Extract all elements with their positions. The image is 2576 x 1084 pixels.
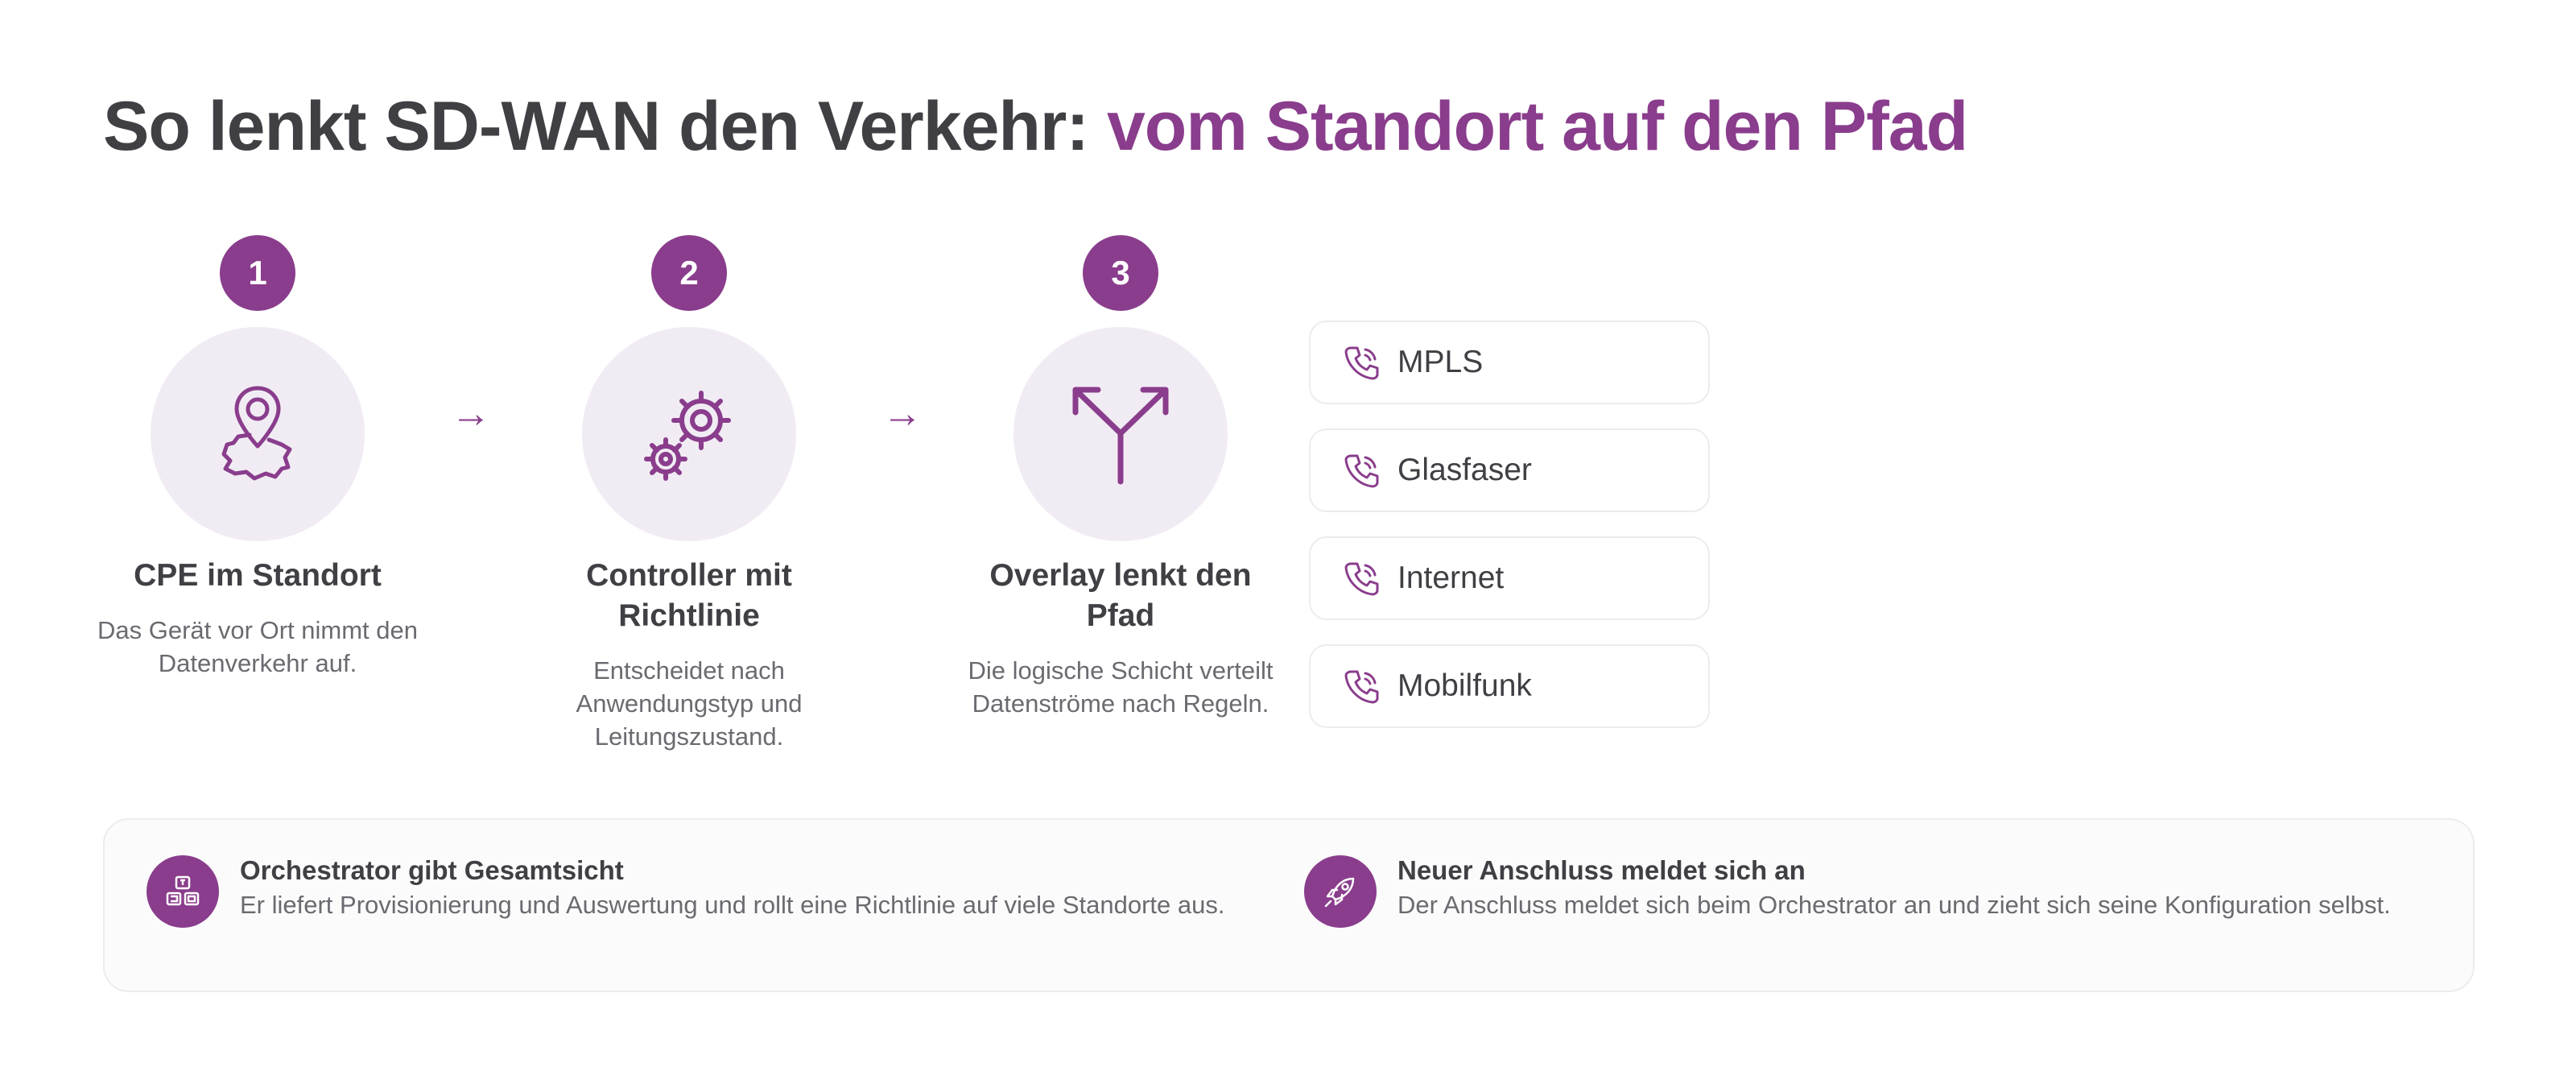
phone-icon: [1343, 343, 1381, 382]
step-icon-circle: [151, 327, 365, 541]
step-icon-circle: [582, 327, 796, 541]
step-number-badge: 3: [1083, 235, 1158, 311]
info-title: Orchestrator gibt Gesamtsicht: [240, 855, 624, 885]
step-description: Entscheidet nach Anwendungstyp und Leitu…: [576, 656, 803, 751]
flow-arrow: →: [451, 391, 491, 436]
step-description: Das Gerät vor Ort nimmt den Datenverkehr…: [97, 616, 418, 677]
info-panel: Orchestrator gibt Gesamtsicht Er liefert…: [103, 818, 2475, 992]
step-icon-circle: [1013, 327, 1228, 541]
path-option-mobilfunk: Mobilfunk: [1309, 644, 1710, 728]
path-label: MPLS: [1397, 345, 1484, 379]
path-option-mpls: MPLS: [1309, 321, 1710, 404]
phone-icon: [1343, 667, 1381, 705]
path-option-glasfaser: Glasfaser: [1309, 428, 1710, 512]
step-title: Overlay lenkt den Pfad: [989, 558, 1252, 633]
info-title: Neuer Anschluss meldet sich an: [1397, 855, 1806, 885]
keyboard-keys-icon: [147, 855, 219, 928]
split-arrow-icon: [1072, 387, 1169, 485]
info-description: Er liefert Provisionierung und Auswertun…: [240, 891, 1225, 919]
path-label: Internet: [1397, 561, 1505, 595]
title-accent: vom Standort auf den Pfad: [1106, 88, 1968, 165]
path-label: Glasfaser: [1397, 453, 1532, 487]
step-number-badge: 1: [220, 235, 295, 311]
gears-icon: [644, 391, 731, 481]
rocket-icon: [1304, 855, 1377, 928]
info-description: Der Anschluss meldet sich beim Orchestra…: [1397, 891, 2391, 919]
step-title: CPE im Standort: [134, 558, 382, 593]
path-label: Mobilfunk: [1397, 668, 1532, 703]
phone-icon: [1343, 451, 1381, 490]
step-number-badge: 2: [651, 235, 727, 311]
path-option-internet: Internet: [1309, 536, 1710, 620]
map-pin-icon: [221, 386, 292, 481]
title-main: So lenkt SD-WAN den Verkehr:: [103, 88, 1089, 165]
page-title: So lenkt SD-WAN den Verkehr: vom Standor…: [103, 87, 1968, 167]
flow-arrow: →: [882, 391, 923, 436]
step-title: Controller mit Richtlinie: [586, 558, 792, 633]
phone-icon: [1343, 559, 1381, 598]
step-description: Die logische Schicht verteilt Datenström…: [968, 656, 1274, 718]
